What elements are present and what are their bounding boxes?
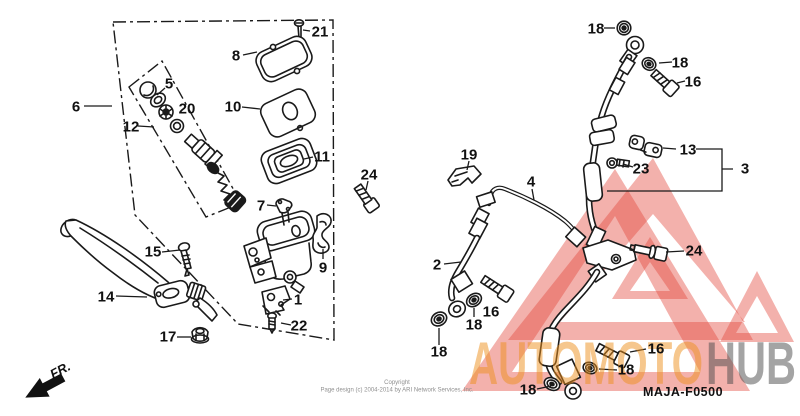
screw-15 bbox=[177, 242, 192, 277]
callout-24-25: 24 bbox=[686, 243, 703, 260]
callout-18-30: 18 bbox=[618, 362, 635, 379]
washer-18-hose2 bbox=[465, 292, 483, 308]
brake-pipe-4 bbox=[475, 185, 581, 242]
bolt-16-bottom bbox=[595, 342, 631, 369]
screw-21 bbox=[293, 18, 305, 42]
logo-triangle-small-right bbox=[720, 271, 794, 342]
callout-14-11: 14 bbox=[98, 289, 115, 306]
watermark-text: AUTOMOTO HUB bbox=[469, 330, 796, 397]
lower-brake-hose bbox=[538, 268, 601, 400]
callout-20-4: 20 bbox=[179, 101, 196, 118]
logo-triangle-small-center bbox=[612, 237, 688, 299]
screw-23 bbox=[606, 157, 631, 169]
callout-18-27: 18 bbox=[466, 317, 483, 334]
copyright-line-2: Page design (c) 2004-2014 by ARI Network… bbox=[320, 388, 473, 394]
diaphragm-plate-10 bbox=[259, 88, 317, 138]
callout-11-7: 11 bbox=[314, 149, 330, 166]
callout-1-14: 1 bbox=[294, 292, 302, 309]
callout-21-0: 21 bbox=[312, 24, 329, 41]
fr-direction-indicator: FR. bbox=[25, 359, 73, 398]
callout-13-20: 13 bbox=[680, 142, 697, 159]
bolt-24-right bbox=[629, 243, 669, 262]
brake-lever-14 bbox=[60, 218, 218, 322]
callout-12-5: 12 bbox=[123, 119, 140, 136]
callout-7-9: 7 bbox=[257, 198, 265, 215]
watermark-logo bbox=[462, 158, 794, 391]
callout-23-21: 23 bbox=[633, 161, 650, 178]
callout-6-2: 6 bbox=[72, 99, 80, 116]
reservoir-cover-8 bbox=[255, 35, 313, 83]
callout-16-18: 16 bbox=[685, 74, 702, 91]
bracket-3-line bbox=[607, 148, 733, 192]
upper-brake-hose bbox=[582, 53, 636, 244]
piston-kit-parts bbox=[139, 81, 247, 213]
callout-3-22: 3 bbox=[741, 161, 749, 178]
bolt-24-left bbox=[353, 183, 380, 214]
bolt-16-upper bbox=[650, 68, 680, 98]
line-art bbox=[60, 18, 680, 400]
callout-8-1: 8 bbox=[232, 48, 240, 65]
washer-18-bottom-mid bbox=[582, 361, 598, 375]
assembly-boundary-box bbox=[112, 19, 335, 341]
callout-9-13: 9 bbox=[319, 260, 327, 277]
bracket-1 bbox=[261, 285, 291, 316]
hose-clamp-13 bbox=[628, 134, 663, 159]
callout-19-19: 19 bbox=[461, 147, 478, 164]
clip-19 bbox=[447, 165, 482, 187]
watermark-automoto: AUTOMOTO bbox=[469, 330, 703, 397]
diaphragm-11 bbox=[260, 137, 318, 185]
callout-18-17: 18 bbox=[672, 55, 689, 72]
washer-18-top bbox=[616, 20, 632, 36]
callout-17-12: 17 bbox=[160, 329, 177, 346]
logo-triangle-left bbox=[462, 169, 750, 391]
brake-hose-2 bbox=[447, 207, 490, 318]
callout-5-3: 5 bbox=[165, 76, 173, 93]
watermark-hub: HUB bbox=[706, 330, 796, 397]
fr-arrow-head bbox=[25, 378, 50, 398]
callout-15-10: 15 bbox=[145, 244, 162, 261]
callout-24-8: 24 bbox=[361, 167, 378, 184]
spring bbox=[215, 171, 233, 203]
master-cylinder-body bbox=[243, 210, 316, 294]
washer-18-lower-left bbox=[430, 311, 448, 327]
pivot-nut-17 bbox=[190, 326, 210, 344]
callout-22-15: 22 bbox=[291, 318, 308, 335]
callout-16-29: 16 bbox=[648, 341, 665, 358]
callout-2-24: 2 bbox=[433, 257, 441, 274]
callout-10-6: 10 bbox=[225, 99, 242, 116]
copyright-line-1: Copyright bbox=[384, 380, 410, 386]
washer-18-upper-right bbox=[641, 56, 657, 72]
logo-triangle-main bbox=[508, 158, 753, 340]
callout-18-28: 18 bbox=[431, 344, 448, 361]
callout-16-26: 16 bbox=[483, 304, 500, 321]
bolt-16-hose2 bbox=[479, 274, 515, 303]
fr-arrow-shaft bbox=[40, 373, 66, 393]
clamp-7 bbox=[275, 198, 293, 214]
callout-18-31: 18 bbox=[520, 382, 537, 399]
leader-lines bbox=[84, 27, 733, 390]
diagram-code: MAJA-F0500 bbox=[643, 385, 723, 399]
fr-label: FR. bbox=[47, 359, 73, 382]
callout-4-23: 4 bbox=[527, 174, 536, 191]
callout-18-16: 18 bbox=[588, 21, 605, 38]
screw-22 bbox=[266, 312, 277, 334]
